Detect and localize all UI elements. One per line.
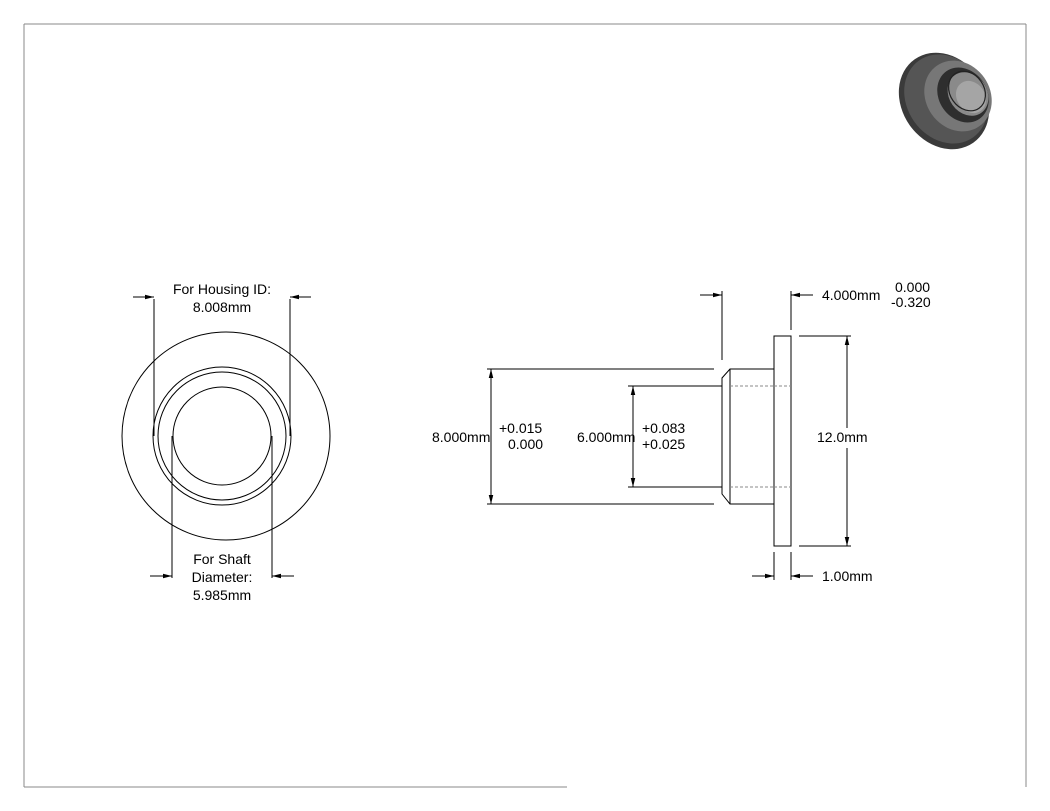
sleeve-profile	[721, 368, 774, 505]
od-tol-upper: +0.015	[499, 420, 542, 436]
chamfer-circle	[157, 371, 287, 501]
flange-outer-circle	[121, 331, 331, 541]
length-tol-upper: 0.000	[895, 279, 930, 295]
flange-profile	[773, 335, 792, 547]
od-value: 8.000mm	[432, 429, 490, 445]
length-value: 4.000mm	[822, 287, 880, 303]
bore-circle	[172, 386, 272, 486]
housing-label: For Housing ID:	[173, 281, 271, 297]
side-view	[487, 291, 851, 580]
id-tol-upper: +0.083	[642, 420, 685, 436]
sleeve-outer-circle	[152, 366, 292, 506]
id-value: 6.000mm	[577, 429, 635, 445]
housing-value: 8.008mm	[193, 299, 251, 315]
front-view	[121, 294, 331, 579]
front-view-labels: For Housing ID: 8.008mm For Shaft Diamet…	[173, 281, 271, 603]
id-tol-lower: +0.025	[642, 436, 685, 452]
od-tol-lower: 0.000	[508, 436, 543, 452]
sheet-frame	[23, 23, 1027, 788]
side-view-labels: 4.000mm 0.000 -0.320 8.000mm +0.015 0.00…	[432, 279, 931, 584]
flange-thickness-value: 1.00mm	[822, 568, 873, 584]
flange-od-value: 12.0mm	[817, 429, 868, 445]
shaft-value: 5.985mm	[193, 587, 251, 603]
shaft-label-line1: For Shaft	[193, 551, 251, 567]
length-tol-lower: -0.320	[891, 294, 931, 310]
flanged-sleeve-bearing-3d-icon	[898, 52, 992, 150]
shaft-label-line2: Diameter:	[192, 569, 253, 585]
